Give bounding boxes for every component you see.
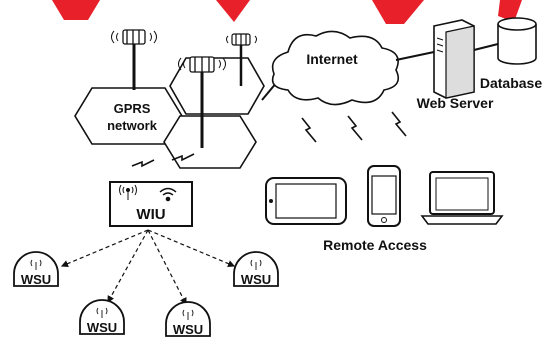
smartphone-icon (367, 165, 401, 227)
wsu-label: WSU (241, 272, 271, 287)
wsu-node-3: WSU (165, 301, 211, 337)
server-icon (433, 19, 475, 99)
wsu-node-1: WSU (13, 251, 59, 287)
gprs-hex-main (74, 87, 183, 145)
cell-tower-icon (111, 29, 157, 90)
gprs-label-line1: GPRS (114, 101, 151, 116)
remote-access-label: Remote Access (323, 237, 427, 253)
cell-tower-icon (178, 56, 226, 148)
red-accent-right (372, 0, 424, 24)
database-label: Database (480, 75, 542, 91)
antenna-icon (96, 307, 108, 318)
wiu-label: WIU (136, 206, 165, 223)
wsu-node-4: WSU (233, 251, 279, 287)
wsu-label: WSU (87, 320, 117, 335)
tablet-icon (265, 177, 347, 225)
wiu-unit: WIU (109, 181, 193, 227)
cloud-icon (271, 30, 400, 106)
wsu-label: WSU (21, 272, 51, 287)
wireless-link-icon (131, 153, 195, 168)
gprs-label-line2: network (107, 118, 158, 133)
accent-shapes (52, 0, 522, 24)
wsu-links (60, 229, 236, 306)
wsu-label: WSU (173, 322, 203, 337)
internet-label: Internet (306, 51, 358, 67)
red-accent-mid (216, 0, 250, 22)
server-database-link (473, 43, 499, 51)
wireless-link-icon (301, 111, 407, 143)
antenna-icon (30, 259, 42, 270)
cell-tower-icon (226, 33, 257, 86)
wsu-node-2: WSU (79, 299, 125, 335)
red-accent-far-right (498, 0, 522, 22)
gprs-hex-bottom (163, 115, 257, 169)
antenna-icon (182, 309, 194, 320)
wifi-icon (159, 187, 177, 202)
internet-server-link (395, 51, 435, 61)
web-server-label: Web Server (417, 95, 494, 111)
red-accent-left (52, 0, 100, 20)
database-icon (497, 17, 537, 65)
antenna-icon (119, 184, 137, 200)
laptop-icon (420, 171, 504, 225)
antenna-icon (250, 259, 262, 270)
gprs-network (74, 57, 265, 169)
